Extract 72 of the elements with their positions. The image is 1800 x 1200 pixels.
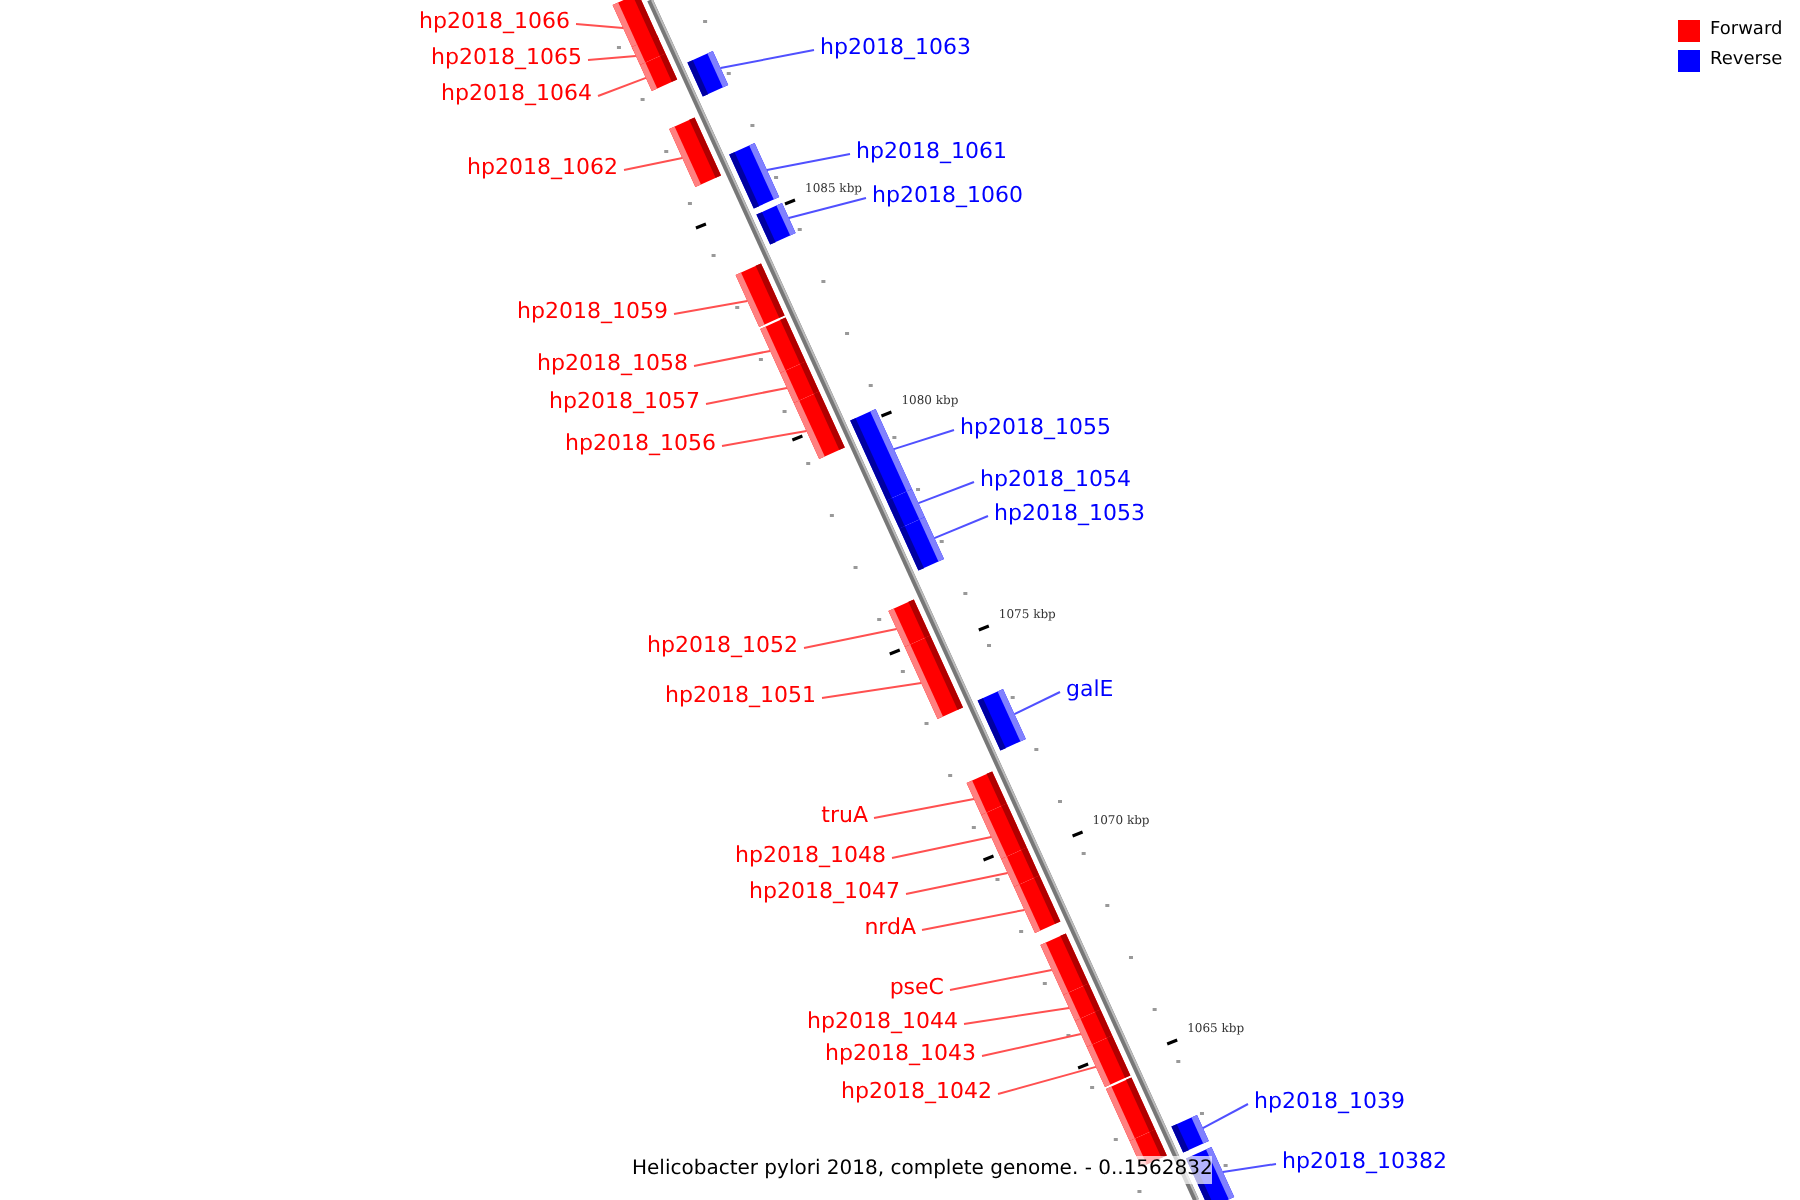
gene-label: hp2018_1048 bbox=[735, 842, 886, 870]
leader-line bbox=[597, 76, 647, 97]
gene-block bbox=[1086, 1035, 1131, 1087]
gene-block bbox=[904, 635, 963, 719]
leader-line bbox=[891, 835, 993, 859]
leader-line bbox=[803, 627, 898, 649]
leader-line bbox=[905, 871, 1009, 895]
leader-line bbox=[705, 386, 788, 405]
gene-label: hp2018_1053 bbox=[994, 500, 1145, 528]
leader-line bbox=[892, 429, 955, 451]
gene-label: hp2018_1064 bbox=[441, 80, 592, 108]
gene-label: hp2018_10382 bbox=[1282, 1148, 1447, 1176]
legend-label: Reverse bbox=[1710, 48, 1783, 74]
gene-label: hp2018_1047 bbox=[749, 878, 900, 906]
leader-line bbox=[1201, 1103, 1249, 1130]
leader-line bbox=[587, 54, 637, 61]
gene-label: pseC bbox=[889, 974, 944, 1002]
leader-line bbox=[719, 49, 815, 70]
gene-label: hp2018_1063 bbox=[820, 34, 971, 62]
gene-block bbox=[1014, 875, 1061, 933]
gene-label: hp2018_1052 bbox=[647, 632, 798, 660]
leader-line bbox=[921, 908, 1026, 931]
leader-line bbox=[673, 299, 749, 315]
gene-label: hp2018_1057 bbox=[549, 388, 700, 416]
leader-line bbox=[949, 968, 1053, 991]
caption: Helicobacter pylori 2018, complete genome. - 0..1562832 bbox=[632, 1156, 1213, 1184]
leader-line bbox=[721, 429, 808, 447]
gene-label: hp2018_1054 bbox=[980, 466, 1131, 494]
leader-line bbox=[765, 153, 851, 172]
leader-line bbox=[963, 1006, 1071, 1025]
gene-block bbox=[981, 803, 1027, 859]
leader-line bbox=[981, 1032, 1082, 1057]
gene-label: hp2018_1056 bbox=[565, 430, 716, 458]
gene-label: hp2018_1042 bbox=[841, 1078, 992, 1106]
gene-label: hp2018_1065 bbox=[431, 44, 582, 72]
gene-label: galE bbox=[1066, 676, 1114, 704]
gene-label: hp2018_1062 bbox=[467, 154, 618, 182]
leader-line bbox=[575, 23, 625, 29]
gene-block bbox=[669, 117, 721, 187]
leader-line bbox=[623, 156, 684, 171]
gene-block bbox=[760, 317, 806, 373]
gene-label: hp2018_1039 bbox=[1254, 1088, 1405, 1116]
gene-block bbox=[899, 517, 944, 571]
gene-label: hp2018_1061 bbox=[856, 138, 1007, 166]
leader-line bbox=[821, 681, 923, 699]
gene-block bbox=[977, 689, 1026, 751]
gene-block bbox=[687, 51, 729, 97]
gene-block bbox=[729, 143, 780, 209]
gene-block bbox=[735, 263, 785, 327]
gene-label: hp2018_1066 bbox=[419, 8, 570, 36]
gene-label: nrdA bbox=[864, 914, 916, 942]
leader-line bbox=[693, 349, 772, 367]
gene-label: hp2018_1058 bbox=[537, 350, 688, 378]
leader-line bbox=[997, 1065, 1097, 1095]
gene-label: hp2018_1059 bbox=[517, 298, 668, 326]
gene-label: hp2018_1051 bbox=[665, 682, 816, 710]
leader-line bbox=[787, 197, 867, 220]
gene-label: hp2018_1044 bbox=[807, 1008, 958, 1036]
gene-label: truA bbox=[821, 802, 868, 830]
gene-label: hp2018_1060 bbox=[872, 182, 1023, 210]
leader-line bbox=[873, 797, 975, 819]
leader-line bbox=[1013, 691, 1061, 716]
legend-label: Forward bbox=[1710, 18, 1783, 44]
gene-block bbox=[756, 203, 796, 245]
gene-block bbox=[1171, 1115, 1209, 1153]
leader-line bbox=[917, 481, 975, 505]
gene-label: hp2018_1055 bbox=[960, 414, 1111, 442]
gene-block bbox=[850, 409, 912, 501]
gene-block bbox=[640, 53, 678, 91]
leader-line bbox=[1221, 1163, 1277, 1174]
gene-label: hp2018_1043 bbox=[825, 1040, 976, 1068]
leader-line bbox=[933, 515, 989, 540]
